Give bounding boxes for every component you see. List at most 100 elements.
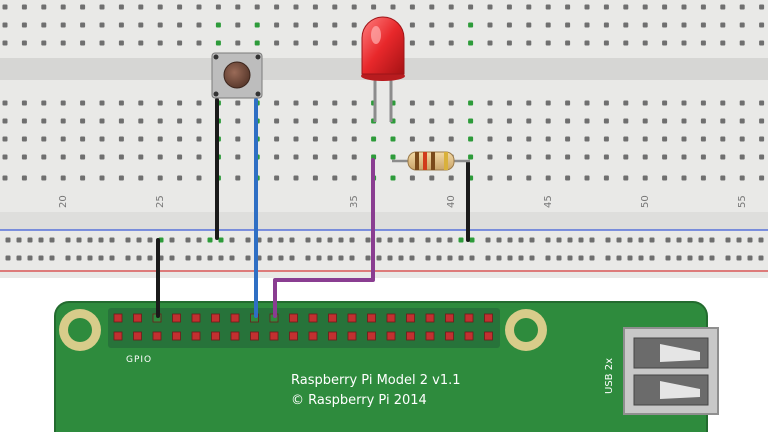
breadboard-hole <box>623 175 629 181</box>
breadboard-hole <box>409 22 415 28</box>
gpio-pins <box>113 313 493 341</box>
breadboard-hole <box>447 237 453 243</box>
resistor-icon <box>392 151 470 171</box>
breadboard-hole <box>312 40 318 46</box>
breadboard-hole <box>21 118 27 124</box>
breadboard-hole <box>665 255 671 261</box>
breadboard-hole <box>274 175 280 181</box>
breadboard-hole <box>235 40 241 46</box>
breadboard-hole <box>642 4 648 10</box>
breadboard-hole <box>627 237 633 243</box>
button-cap <box>223 61 251 89</box>
breadboard-hole <box>623 40 629 46</box>
breadboard-hole <box>642 22 648 28</box>
breadboard-hole <box>700 175 706 181</box>
breadboard-hole <box>2 175 8 181</box>
breadboard-hole <box>584 40 590 46</box>
breadboard-hole <box>157 22 163 28</box>
breadboard-hole <box>274 40 280 46</box>
breadboard-hole <box>662 175 668 181</box>
gpio-pin <box>484 313 493 323</box>
breadboard-hole <box>38 237 44 243</box>
breadboard-hole <box>98 237 104 243</box>
breadboard-hole <box>506 118 512 124</box>
breadboard-hole <box>351 118 357 124</box>
breadboard-hole <box>409 4 415 10</box>
breadboard-hole <box>109 237 115 243</box>
breadboard-hole <box>565 100 571 106</box>
breadboard-hole <box>468 136 474 142</box>
breadboard-hole <box>365 237 371 243</box>
breadboard-hole <box>2 136 8 142</box>
breadboard-hole <box>736 255 742 261</box>
breadboard-hole <box>739 175 745 181</box>
breadboard-hole <box>603 22 609 28</box>
breadboard-hole <box>293 40 299 46</box>
breadboard-hole <box>589 255 595 261</box>
breadboard-hole <box>584 175 590 181</box>
breadboard-hole <box>469 237 475 243</box>
breadboard-hole <box>545 100 551 106</box>
breadboard-hole <box>662 22 668 28</box>
breadboard-hole <box>80 154 86 160</box>
breadboard-hole <box>2 154 8 160</box>
breadboard-hole <box>526 40 532 46</box>
breadboard-hole <box>429 136 435 142</box>
breadboard-hole <box>196 175 202 181</box>
breadboard-hole <box>616 255 622 261</box>
breadboard-hole <box>496 255 502 261</box>
gpio-pin <box>269 331 279 341</box>
mount-hole-left-inner <box>68 318 92 342</box>
breadboard-hole <box>529 255 535 261</box>
resistor-band-4 <box>444 152 448 170</box>
led-highlight <box>371 26 381 44</box>
breadboard-hole <box>506 136 512 142</box>
breadboard-hole <box>448 4 454 10</box>
breadboard-hole <box>409 255 415 261</box>
breadboard-hole <box>80 118 86 124</box>
breadboard-hole <box>278 237 284 243</box>
breadboard-hole <box>759 175 765 181</box>
breadboard-hole <box>235 100 241 106</box>
breadboard-hole <box>638 255 644 261</box>
breadboard-hole <box>254 40 260 46</box>
breadboard-hole <box>274 4 280 10</box>
breadboard-hole <box>603 154 609 160</box>
breadboard-hole <box>662 136 668 142</box>
breadboard-hole <box>65 255 71 261</box>
breadboard-hole <box>305 237 311 243</box>
gpio-pin <box>113 313 123 323</box>
breadboard-hole <box>567 237 573 243</box>
breadboard-hole <box>332 154 338 160</box>
breadboard-hole <box>545 154 551 160</box>
breadboard-hole <box>21 136 27 142</box>
breadboard-hole <box>118 136 124 142</box>
breadboard-hole <box>338 237 344 243</box>
breadboard-hole <box>351 100 357 106</box>
breadboard-hole <box>662 40 668 46</box>
breadboard-hole <box>545 255 551 261</box>
breadboard-hole <box>41 4 47 10</box>
breadboard-hole <box>429 22 435 28</box>
breadboard-hole <box>351 40 357 46</box>
breadboard-hole <box>177 40 183 46</box>
breadboard-hole <box>254 22 260 28</box>
breadboard-hole <box>758 237 764 243</box>
breadboard-hole <box>507 255 513 261</box>
breadboard-hole <box>720 100 726 106</box>
wire-purple <box>273 158 375 318</box>
pi-copyright-label: © Raspberry Pi 2014 <box>291 393 427 408</box>
breadboard-hole <box>41 175 47 181</box>
breadboard-hole <box>623 4 629 10</box>
breadboard-hole <box>681 100 687 106</box>
breadboard-hole <box>468 154 474 160</box>
breadboard-hole <box>136 255 142 261</box>
breadboard-hole <box>485 255 491 261</box>
breadboard-hole <box>603 100 609 106</box>
breadboard-hole <box>739 100 745 106</box>
breadboard-hole <box>468 40 474 46</box>
breadboard-hole <box>185 237 191 243</box>
breadboard-hole <box>623 136 629 142</box>
breadboard-hole <box>316 237 322 243</box>
